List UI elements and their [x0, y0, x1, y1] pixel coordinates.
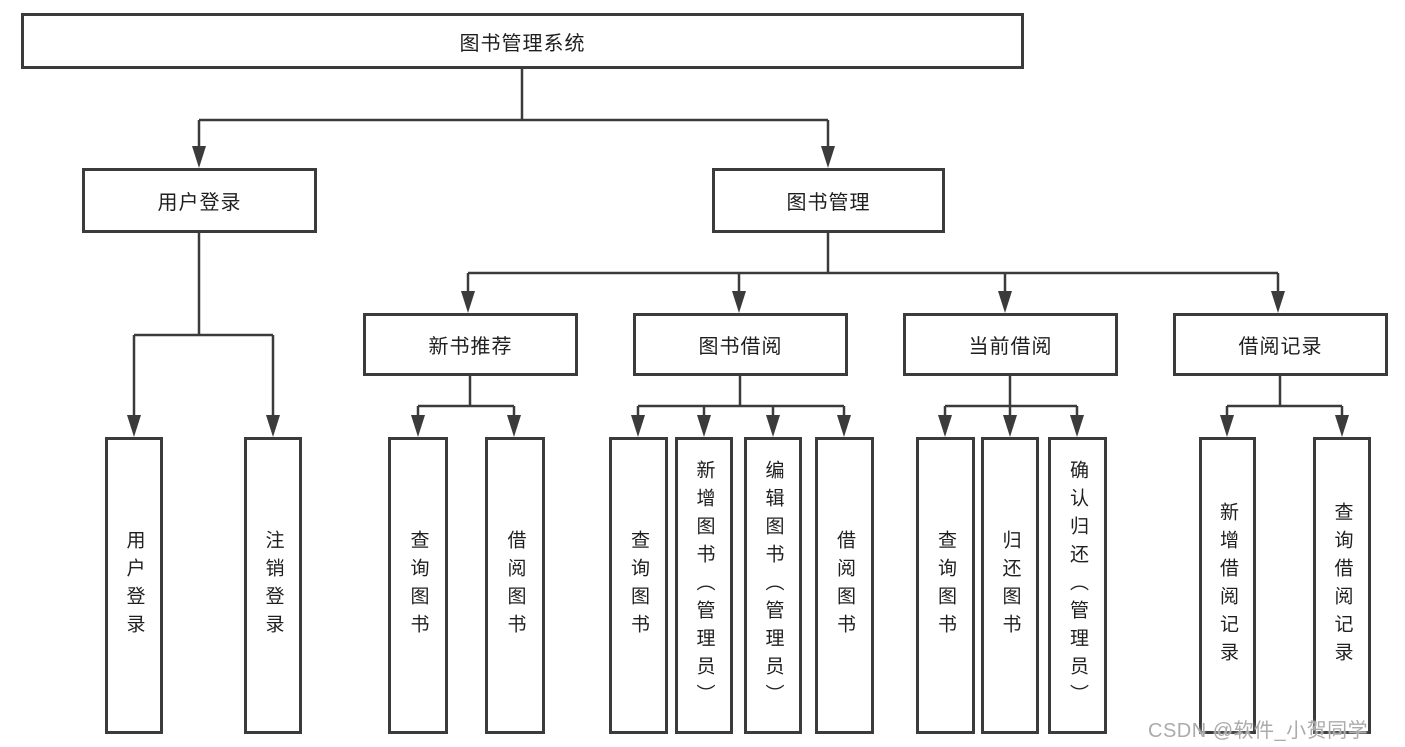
leaf-confirm-return-admin: 确认归还（管理员）	[1048, 437, 1107, 734]
node-book-borrow: 图书借阅	[633, 313, 848, 376]
node-borrow-records: 借阅记录	[1173, 313, 1388, 376]
node-current-borrow: 当前借阅	[903, 313, 1118, 376]
leaf-add-book-admin: 新增图书（管理员）	[675, 437, 733, 734]
leaf-logout: 注销登录	[244, 437, 302, 734]
leaf-query-books-recommend: 查询图书	[388, 437, 448, 734]
leaf-borrow-books: 借阅图书	[815, 437, 874, 734]
leaf-add-borrow-record: 新增借阅记录	[1199, 437, 1256, 734]
leaf-query-books-current: 查询图书	[916, 437, 975, 734]
leaf-return-book: 归还图书	[981, 437, 1039, 734]
csdn-watermark: CSDN @软件_小贺同学	[1148, 720, 1369, 742]
leaf-query-books-borrow: 查询图书	[609, 437, 668, 734]
arrowheads	[127, 146, 1349, 437]
node-user-login: 用户登录	[82, 168, 317, 233]
leaf-edit-book-admin: 编辑图书（管理员）	[744, 437, 802, 734]
leaf-query-borrow-record: 查询借阅记录	[1313, 437, 1371, 734]
leaf-user-login: 用户登录	[105, 437, 163, 734]
node-book-management: 图书管理	[712, 168, 945, 233]
node-new-book-recommend: 新书推荐	[363, 313, 578, 376]
leaf-borrow-books-recommend: 借阅图书	[485, 437, 545, 734]
node-root-library-system: 图书管理系统	[21, 13, 1024, 69]
